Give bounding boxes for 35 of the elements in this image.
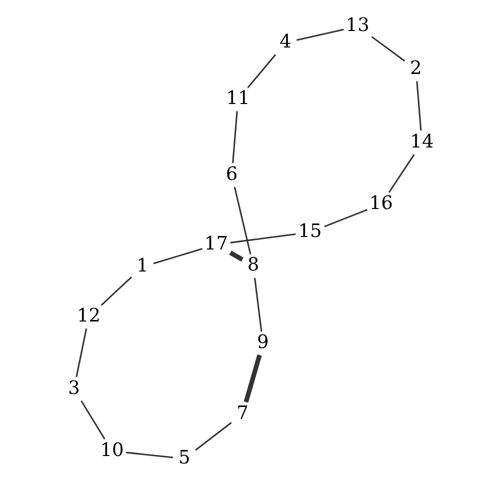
connector — [296, 28, 344, 41]
node-text: 12 — [76, 306, 100, 327]
node-text: 8 — [246, 254, 259, 276]
node-text: 10 — [100, 440, 124, 461]
node-text: 15 — [298, 220, 322, 242]
connector — [232, 111, 238, 164]
connector — [228, 250, 243, 262]
node-text: 11 — [226, 88, 250, 110]
node-text: 1 — [136, 256, 148, 277]
connector — [370, 36, 405, 62]
connector — [324, 208, 368, 228]
connector — [233, 186, 251, 254]
connector — [80, 400, 105, 440]
connector — [125, 452, 173, 458]
node-text: 3 — [68, 378, 80, 399]
connector — [152, 248, 202, 264]
connector — [388, 154, 414, 193]
node-text: 6 — [225, 164, 238, 185]
connector — [100, 276, 132, 306]
node-text: 4 — [279, 31, 291, 52]
connector — [230, 233, 296, 244]
connector — [75, 328, 87, 378]
node-text: 16 — [368, 193, 392, 214]
node-text: 7 — [236, 402, 248, 424]
connector — [246, 54, 276, 88]
node-text: 5 — [178, 447, 190, 468]
node-text: 2 — [410, 58, 422, 80]
node-text: 9 — [256, 332, 268, 354]
node-text: 14 — [410, 131, 434, 152]
connector — [254, 278, 262, 332]
connector — [194, 422, 232, 451]
node-text: 13 — [345, 15, 369, 36]
connector — [416, 81, 422, 131]
node-text: 17 — [204, 233, 228, 254]
connector — [243, 354, 262, 403]
